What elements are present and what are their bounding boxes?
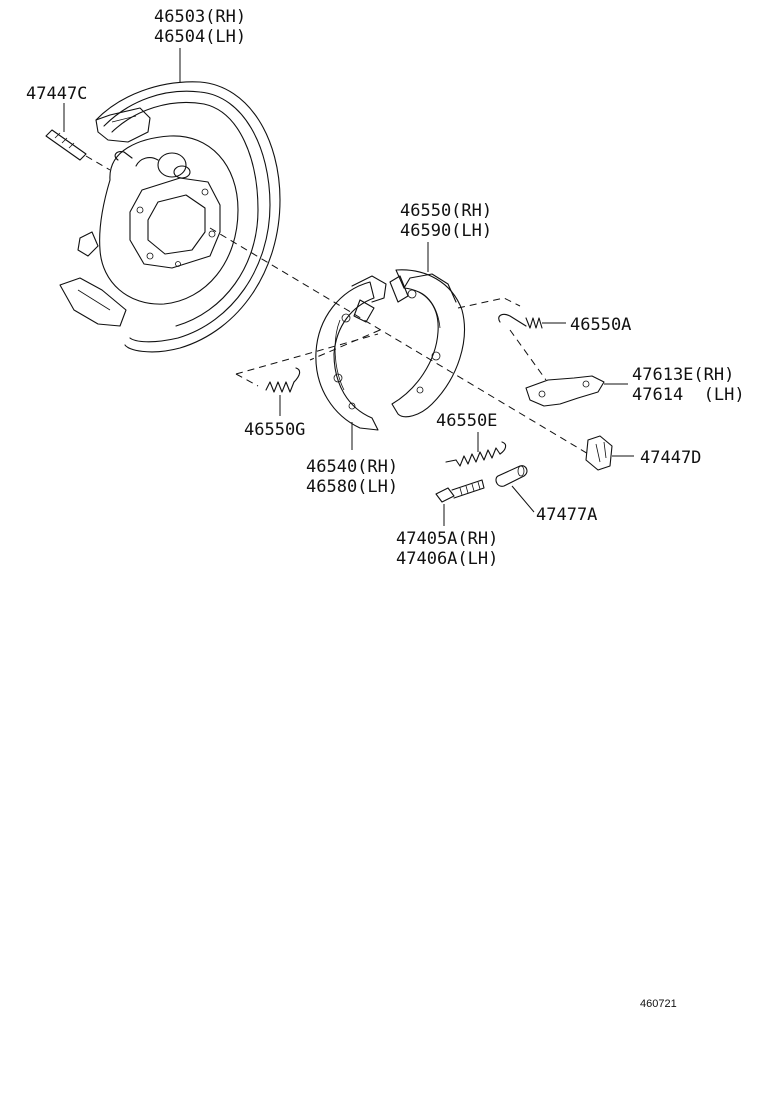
adjuster-sleeve bbox=[495, 465, 535, 513]
label-spring-g: 46550G bbox=[244, 420, 305, 440]
label-shoe-rear-rh: 46540(RH) bbox=[306, 457, 398, 477]
assembly-lines bbox=[85, 155, 591, 456]
label-spring-e: 46550E bbox=[436, 411, 497, 431]
spring-46550A bbox=[498, 313, 566, 329]
brake-shoe-rear bbox=[315, 275, 387, 431]
label-lever-rh: 47613E(RH) bbox=[632, 365, 734, 385]
label-adjuster-sleeve: 47477A bbox=[536, 505, 597, 525]
label-shoe-rear-lh: 46580(LH) bbox=[306, 477, 398, 497]
bolt-47447C bbox=[45, 129, 87, 161]
label-shoe-front-lh: 46590(LH) bbox=[400, 221, 492, 241]
brake-shoe-front bbox=[389, 269, 465, 418]
label-adjuster-rh: 47405A(RH) bbox=[396, 529, 498, 549]
diagram-code: 460721 bbox=[640, 998, 677, 1010]
backing-plate bbox=[59, 81, 281, 353]
leader-lines bbox=[63, 48, 429, 450]
label-backing-plate-lh: 46504(LH) bbox=[154, 27, 246, 47]
label-lever-lh: 47614 (LH) bbox=[632, 385, 745, 405]
label-spring-a: 46550A bbox=[570, 315, 631, 335]
label-clip: 47447D bbox=[640, 448, 701, 468]
spring-46550G bbox=[265, 367, 301, 416]
adjuster-screw bbox=[435, 479, 485, 526]
label-shoe-front-rh: 46550(RH) bbox=[400, 201, 492, 221]
labels: 46503(RH) 46504(LH) 47447C 46550(RH) 465… bbox=[26, 7, 745, 1010]
parking-lever bbox=[525, 375, 628, 407]
label-bolt: 47447C bbox=[26, 84, 87, 104]
label-adjuster-lh: 47406A(LH) bbox=[396, 549, 498, 569]
label-backing-plate-rh: 46503(RH) bbox=[154, 7, 246, 27]
clip-47447D bbox=[585, 435, 634, 471]
spring-46550E bbox=[445, 432, 507, 467]
